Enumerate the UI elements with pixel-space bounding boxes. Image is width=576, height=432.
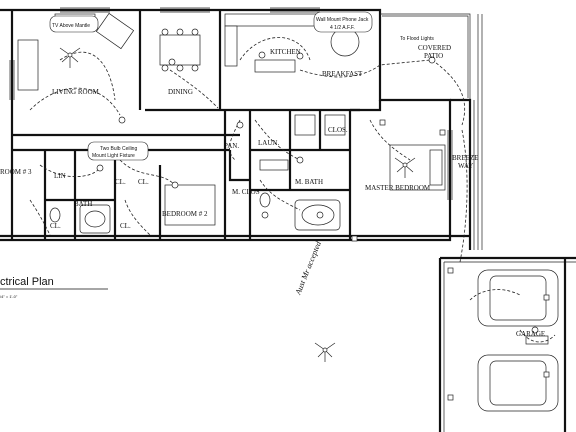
room-label-living: LIVING ROOM [52,88,100,96]
note-flood-lights: To Flood Lights [400,36,434,42]
callout-phone: Wall Mount Phone Jack 4 1/2 A.F.F. [313,11,373,33]
house-walls [0,7,483,250]
room-label-master-bath: M. BATH [295,178,323,186]
ceiling-fan-icon [394,157,416,178]
room-label-bedroom2: BEDROOM # 2 [162,210,208,218]
title-block: ctrical Plan /4" = 1'-0" [0,276,108,299]
room-label-kitchen: KITCHEN [270,48,301,56]
room-label-closet-b: CL. [138,178,149,186]
room-label-patio: PATIO [424,52,443,60]
callout-tv: TV Above Mantle [49,15,99,33]
callout-ceiling-light: Two Bulb Ceiling Mount Light Fixture [87,141,149,161]
room-label-closet-d: CL. [120,222,131,230]
handwritten-signature: Aust Mr accepted [293,239,323,297]
note-ceiling-line2: Mount Light Fixture [92,153,135,159]
room-label-garage: GARAGE [516,330,545,338]
room-label-dining: DINING [168,88,193,96]
note-phone-line2: 4 1/2 A.F.F. [330,25,355,31]
outlet-symbols [351,119,550,401]
room-label-closet-c: CL. [50,222,61,230]
fixtures [17,12,446,234]
room-label-breeze: BREEZE [452,154,478,162]
plan-title: ctrical Plan [0,276,54,288]
room-label-covered: COVERED [418,44,451,52]
signature-text: Aust Mr accepted [293,239,323,297]
ceiling-fan-icon [59,47,81,68]
room-label-bath: BATH [74,200,92,208]
room-label-laundry: LAUN. [258,139,279,147]
room-label-linen: LIN [54,172,66,180]
callout-flood: To Flood Lights [400,36,434,42]
room-label-closet-master: CLOS. [328,126,348,134]
room-labels: LIVING ROOM DINING KITCHEN BREAKFAST COV… [0,44,545,338]
room-label-way: WAY [458,162,473,170]
garage-walls [438,256,576,432]
note-phone-line1: Wall Mount Phone Jack [316,17,369,23]
light-fixtures [96,51,539,334]
room-label-bedroom3: ROOM # 3 [0,168,32,176]
note-tv-line1: TV Above Mantle [52,23,90,29]
room-label-master-closet: M. CLOS [232,188,260,196]
room-label-closet-a: CL. [115,178,126,186]
room-label-breakfast: BREAKFAST [322,70,363,78]
room-label-pantry: PAN. [224,142,239,150]
room-label-master-bedroom: MASTER BEDROOM [365,184,431,192]
note-ceiling-line1: Two Bulb Ceiling [100,146,137,152]
plan-scale: /4" = 1'-0" [0,294,18,299]
ceiling-fan-icon [314,342,336,362]
